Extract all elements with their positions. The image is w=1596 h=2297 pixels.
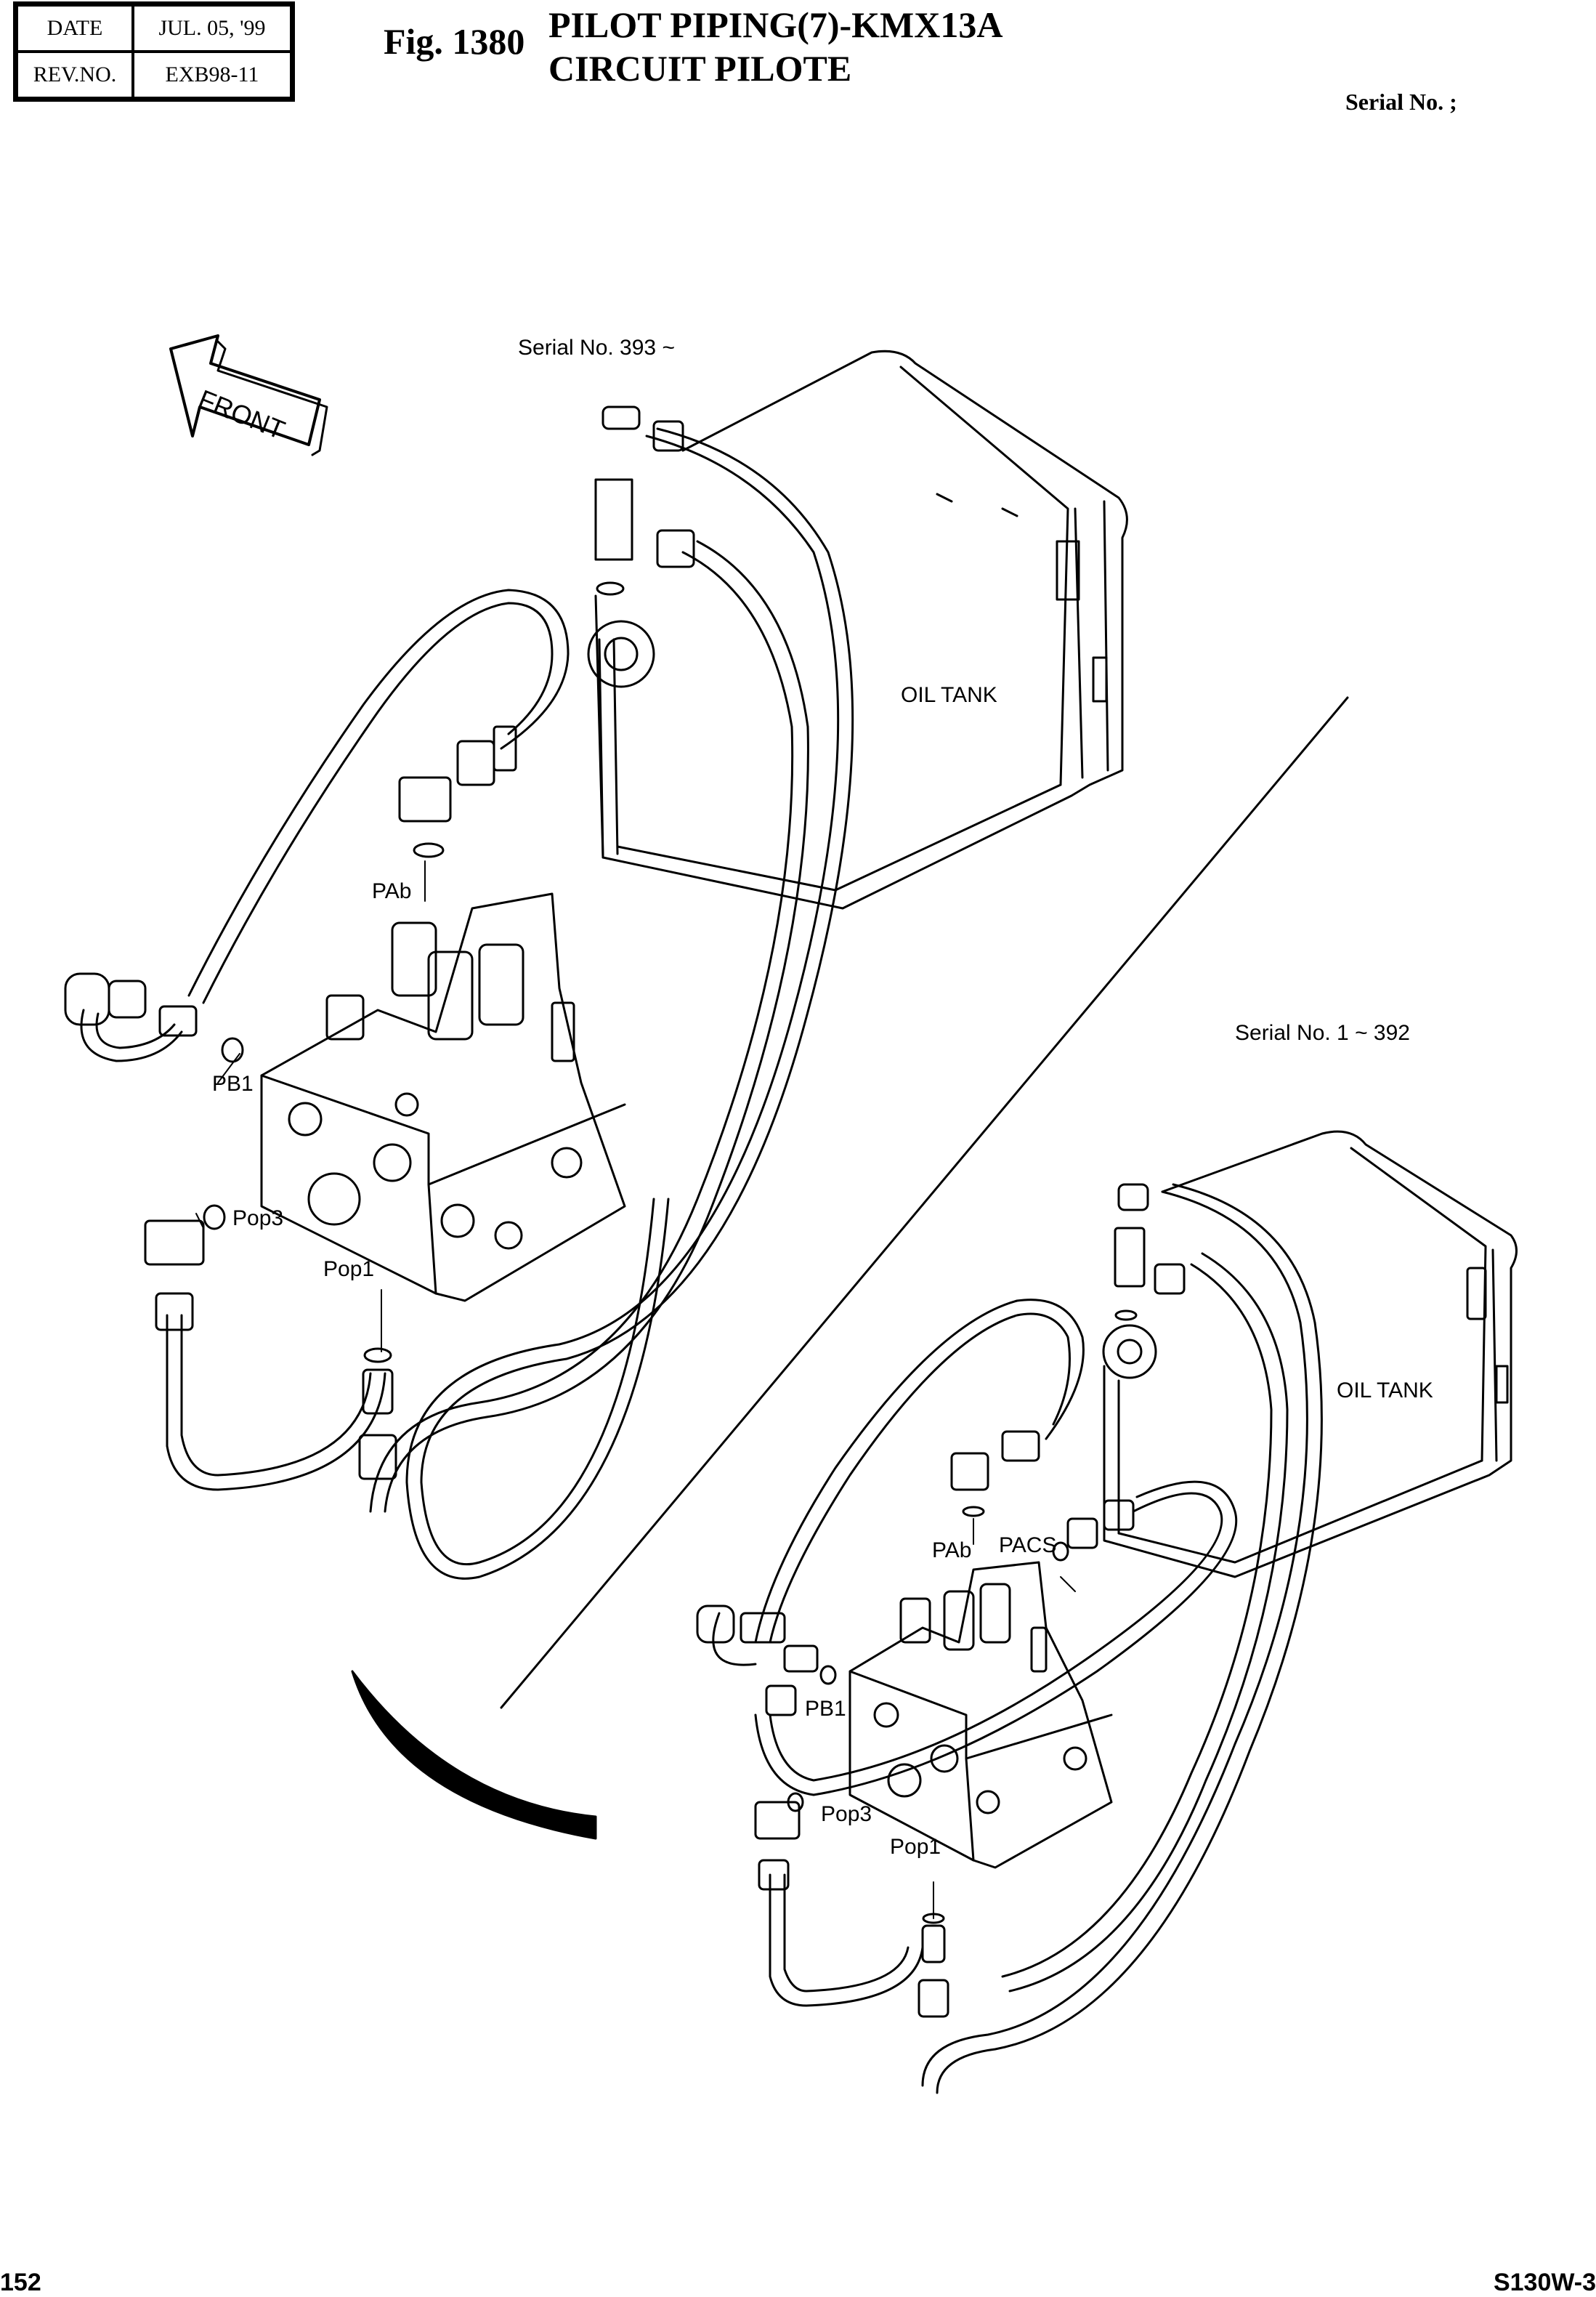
figure-title: PILOT PIPING(7)-KMX13A CIRCUIT PILOTE [548,3,1002,90]
front-arrow-icon [169,334,328,456]
upper-leader-lines [195,860,426,1352]
upper-port-pb1: PB1 [212,1072,254,1096]
date-label: DATE [17,5,133,52]
figure-number: Fig. 1380 [384,21,525,62]
lower-port-pop1: Pop1 [890,1835,941,1859]
lower-control-valve [848,1561,1113,1869]
rev-value: EXB98-11 [133,52,291,98]
lower-port-pab: PAb [932,1538,972,1562]
upper-hoses [80,427,854,1580]
upper-port-pop3: Pop3 [232,1206,284,1230]
upper-port-pab: PAb [372,879,412,903]
page-number: 152 [0,2269,41,2296]
lower-fittings [696,1183,1186,2018]
model-code: S130W-3 [1493,2269,1596,2296]
lower-serial-range: Serial No. 1 ~ 392 [1235,1021,1410,1045]
lower-oil-tank [1103,1130,1518,1578]
lower-tank-label: OIL TANK [1337,1378,1433,1402]
cutaway-mark [351,1670,597,1840]
lower-hoses [712,1183,1323,2094]
rev-label: REV.NO. [17,52,133,98]
lower-port-pb1: PB1 [805,1697,846,1721]
lower-port-pacs: PACS [999,1533,1057,1557]
lower-leader-lines [933,1518,1076,1919]
upper-tank-label: OIL TANK [901,683,997,707]
upper-serial-range: Serial No. 393 ~ [518,336,675,360]
upper-port-pop1: Pop1 [323,1257,375,1281]
title-line-2: CIRCUIT PILOTE [548,48,852,89]
title-line-1: PILOT PIPING(7)-KMX13A [548,4,1003,45]
revision-table: DATE JUL. 05, '99 REV.NO. EXB98-11 [13,1,295,102]
date-value: JUL. 05, '99 [133,5,291,52]
separator-line [500,696,1349,1709]
upper-oil-tank [594,350,1128,910]
lower-port-pop3: Pop3 [821,1802,872,1826]
serial-note: Serial No. ; [1345,89,1457,115]
upper-control-valve [260,892,626,1302]
upper-fittings [64,405,695,1480]
